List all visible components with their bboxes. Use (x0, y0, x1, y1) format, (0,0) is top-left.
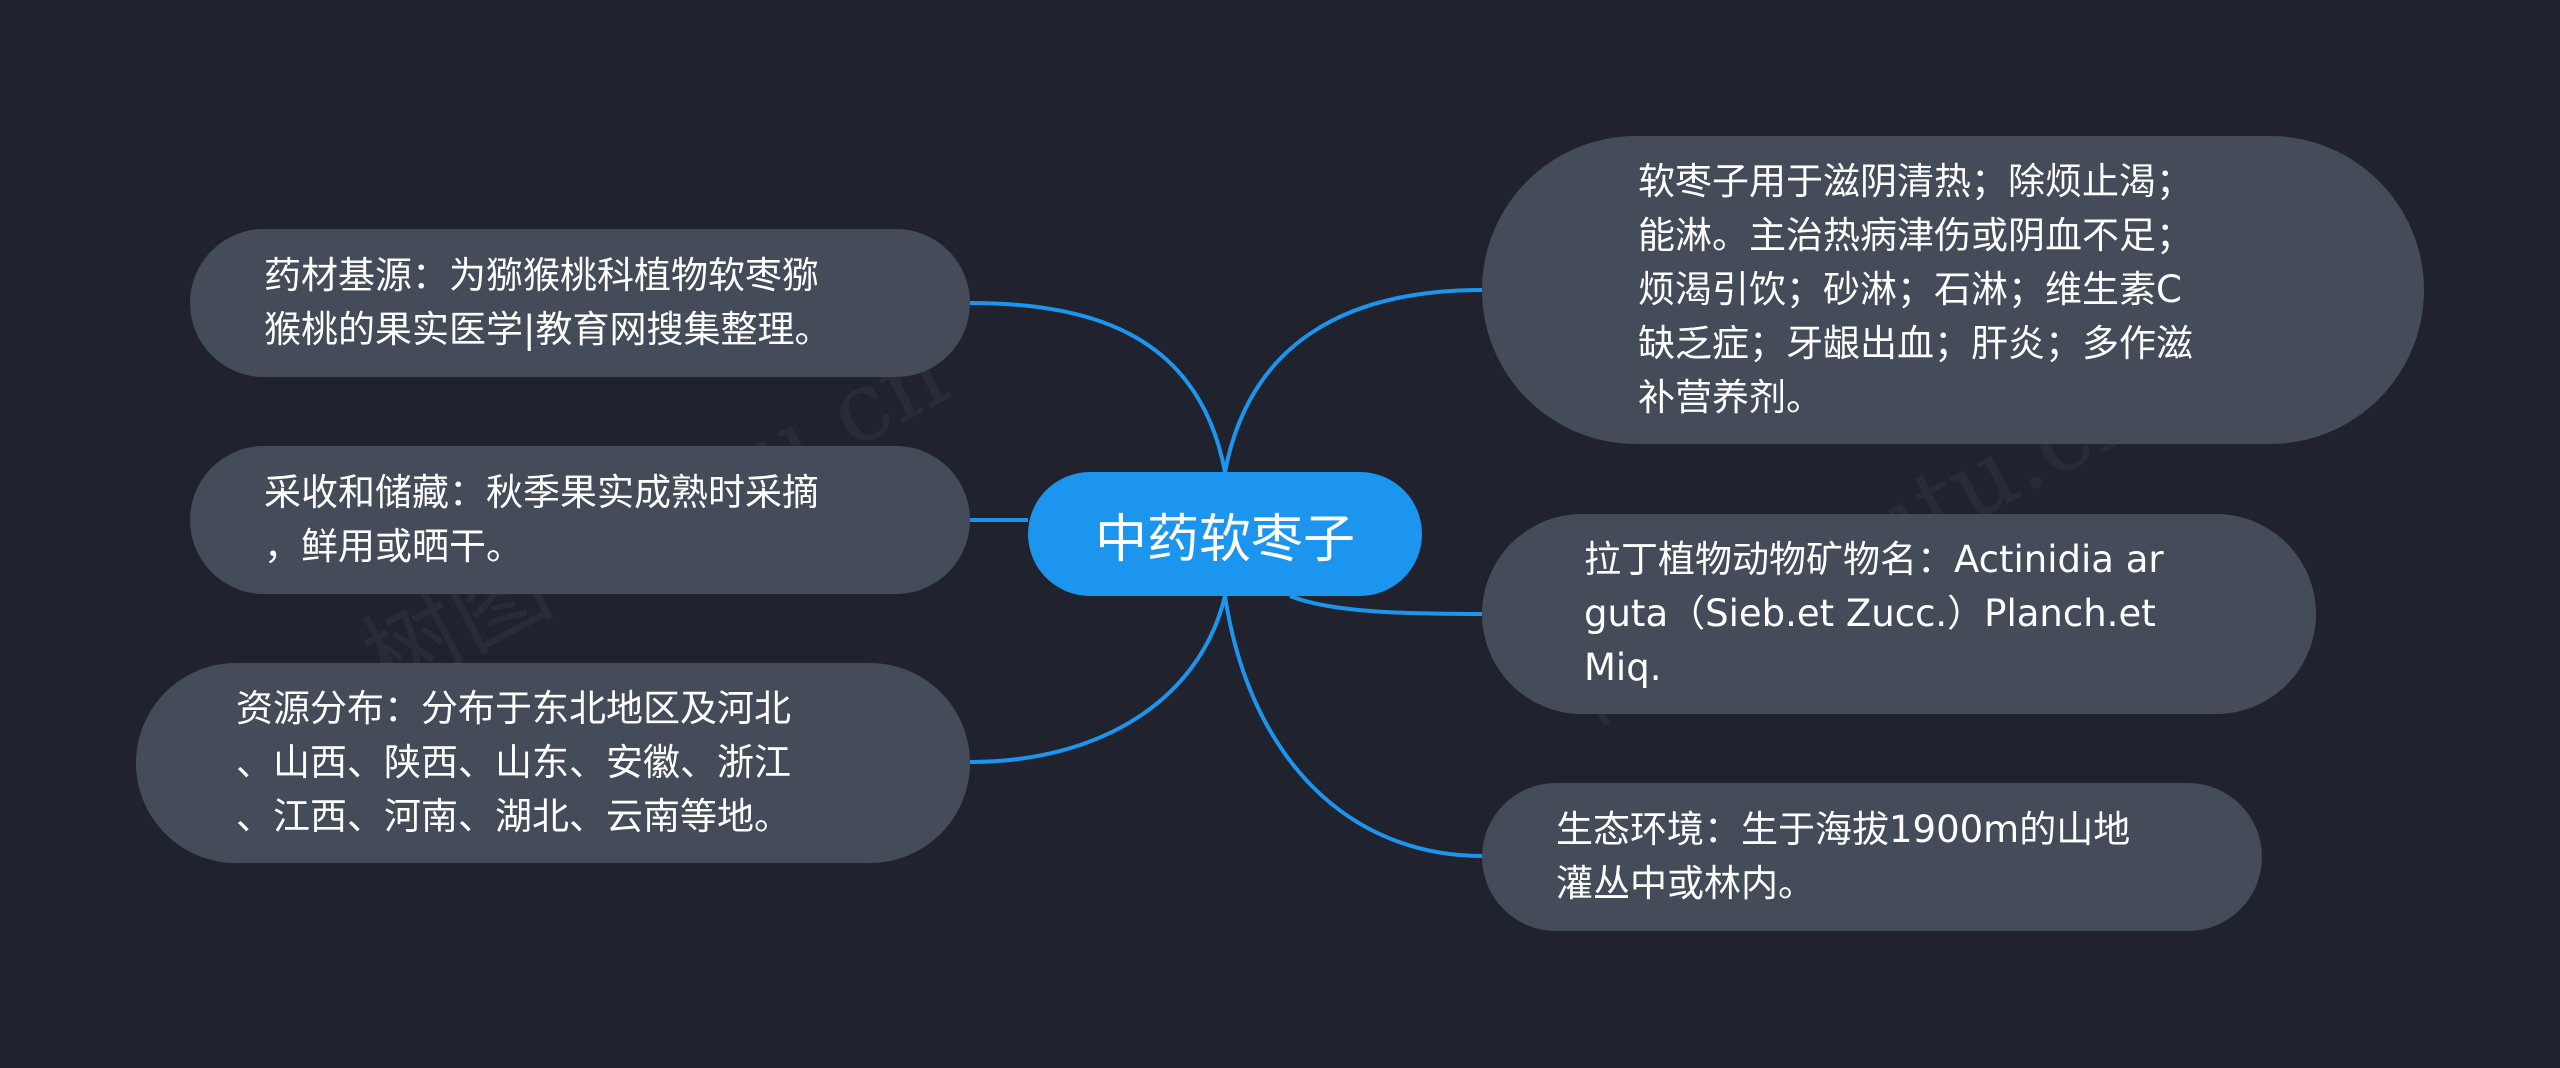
node-harvest-storage-text: 采收和储藏：秋季果实成熟时采摘 ，鲜用或晒干。 (264, 471, 819, 568)
node-habitat[interactable]: 生态环境：生于海拔1900m的山地 灌丛中或林内。 (1482, 783, 2262, 931)
node-latin-name[interactable]: 拉丁植物动物矿物名：Actinidia ar guta（Sieb.et Zucc… (1482, 514, 2316, 714)
node-drug-source-text: 药材基源：为猕猴桃科植物软枣猕 猴桃的果实医学|教育网搜集整理。 (264, 254, 832, 351)
node-habitat-text: 生态环境：生于海拔1900m的山地 灌丛中或林内。 (1556, 808, 2131, 905)
node-harvest-storage[interactable]: 采收和储藏：秋季果实成熟时采摘 ，鲜用或晒干。 (190, 446, 970, 594)
edge-left-1 (969, 301, 1227, 473)
node-distribution[interactable]: 资源分布：分布于东北地区及河北 、山西、陕西、山东、安徽、浙江 、江西、河南、湖… (136, 663, 970, 863)
root-node-label: 中药软枣子 (1094, 509, 1355, 570)
edge-left-3 (969, 595, 1227, 764)
edge-right-1 (1223, 288, 1483, 473)
node-usage[interactable]: 软枣子用于滋阴清热；除烦止渴； 能淋。主治热病津伤或阴血不足； 烦渴引饮；砂淋；… (1482, 136, 2424, 444)
edge-right-3 (1223, 595, 1483, 858)
edge-right-2 (1289, 594, 1483, 616)
node-usage-text: 软枣子用于滋阴清热；除烦止渴； 能淋。主治热病津伤或阴血不足； 烦渴引饮；砂淋；… (1638, 160, 2193, 419)
node-latin-name-text: 拉丁植物动物矿物名：Actinidia ar guta（Sieb.et Zucc… (1584, 538, 2164, 689)
node-drug-source[interactable]: 药材基源：为猕猴桃科植物软枣猕 猴桃的果实医学|教育网搜集整理。 (190, 229, 970, 377)
root-node[interactable]: 中药软枣子 (1028, 472, 1422, 596)
node-distribution-text: 资源分布：分布于东北地区及河北 、山西、陕西、山东、安徽、浙江 、江西、河南、湖… (236, 687, 791, 838)
